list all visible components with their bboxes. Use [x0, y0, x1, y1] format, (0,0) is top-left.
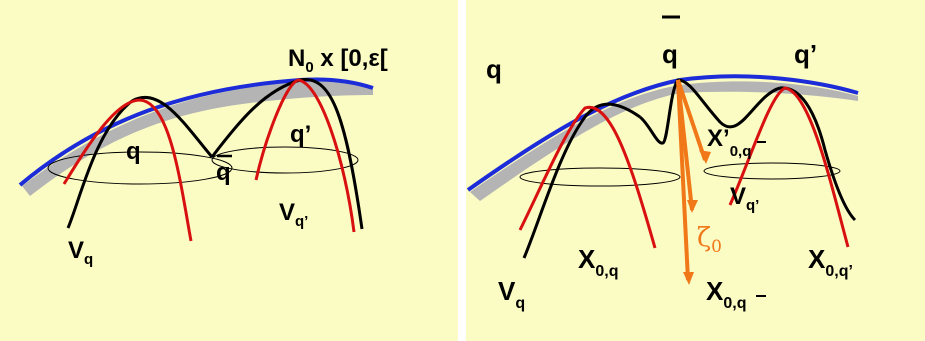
- label-zeta0-main: ζ: [697, 223, 711, 253]
- label-Xprime-0qbar: X’0,q: [707, 125, 751, 160]
- label-right-q: q: [486, 54, 502, 84]
- label-right-qbar: q: [662, 39, 678, 69]
- label-left-Vq: Vq: [68, 237, 93, 268]
- label-right-Vq-main: V: [498, 276, 516, 306]
- zeta0-arrowhead-2: [687, 200, 698, 213]
- label-right-Vqprime-main: V: [730, 183, 746, 210]
- zeta0-arrow-line-4: [676, 79, 690, 176]
- left-boundary-curve: [18, 77, 374, 187]
- label-left-Vq-main: V: [68, 237, 84, 264]
- label-N0-main: N: [288, 45, 305, 72]
- label-right-Vq-sub: q: [515, 295, 525, 312]
- label-X0q: X0,q: [578, 244, 618, 280]
- label-right-Vqprime: Vq’: [730, 183, 759, 214]
- left-cone-ellipse-2: [211, 146, 359, 174]
- right-cone-ellipse-1: [519, 167, 681, 187]
- label-X0qprime-main: X: [808, 244, 826, 274]
- label-X0qbar-main: X: [706, 276, 724, 306]
- left-cone-ellipse-1: [47, 151, 233, 185]
- label-left-qbar: q: [216, 159, 231, 186]
- label-zeta0-sub: 0: [711, 237, 722, 257]
- label-X0qprime-sub: 0,q’: [825, 263, 853, 280]
- right-cone-ellipse-2: [703, 162, 841, 180]
- panel-divider: [458, 0, 466, 341]
- right-red-curve-X0q: [518, 105, 657, 249]
- left-red-curve-q: [62, 98, 193, 242]
- label-left-Vqprime: Vq’: [279, 199, 308, 230]
- label-Xprime-sub: 0,q: [730, 143, 752, 160]
- zeta0-arrowhead-3: [699, 150, 711, 164]
- label-zeta0: ζ0: [697, 223, 722, 257]
- label-left-Vqprime-sub: q’: [295, 213, 308, 230]
- right-panel: q q q’ X’0,q Vq’ ζ0 Vq X0,q X0,q X0,q’: [466, 15, 859, 312]
- right-collar-band: [470, 81, 858, 201]
- right-curve-Vq: [522, 102, 641, 259]
- label-left-qprime: q’: [290, 121, 311, 148]
- left-collar-band: [22, 81, 373, 196]
- zeta0-arrow-fan: [676, 79, 711, 285]
- label-right-Vq: Vq: [498, 276, 525, 312]
- label-right-Vqprime-sub: q’: [746, 197, 759, 214]
- label-X0q-main: X: [578, 244, 596, 274]
- label-N0-interval: N0 x [0,ε[: [288, 45, 388, 76]
- right-red-curve-X0qprime: [728, 86, 850, 248]
- label-N0-sub: 0: [305, 59, 313, 76]
- label-left-q: q: [126, 138, 141, 165]
- left-panel-background: [0, 0, 458, 341]
- label-N0-rest: x [0,ε[: [314, 45, 388, 72]
- left-red-curve-qprime: [254, 78, 356, 233]
- label-X0qbar: X0,q: [706, 276, 746, 312]
- label-X0qbar-sub: 0,q: [723, 295, 746, 312]
- label-Xprime-main: X’: [707, 125, 730, 152]
- right-panel-background: [466, 0, 925, 341]
- label-right-qprime: q’: [794, 39, 817, 69]
- label-left-Vq-sub: q: [84, 251, 93, 268]
- zeta0-arrow-line-3: [676, 79, 707, 161]
- right-curve-Vqprime: [779, 86, 857, 222]
- left-panel: N0 x [0,ε[ q q q’ Vq’ Vq: [18, 45, 388, 268]
- label-left-Vqprime-main: V: [279, 199, 295, 226]
- label-X0q-sub: 0,q: [595, 263, 618, 280]
- zeta0-arrowhead-1: [683, 272, 694, 285]
- label-X0qprime: X0,q’: [808, 244, 853, 280]
